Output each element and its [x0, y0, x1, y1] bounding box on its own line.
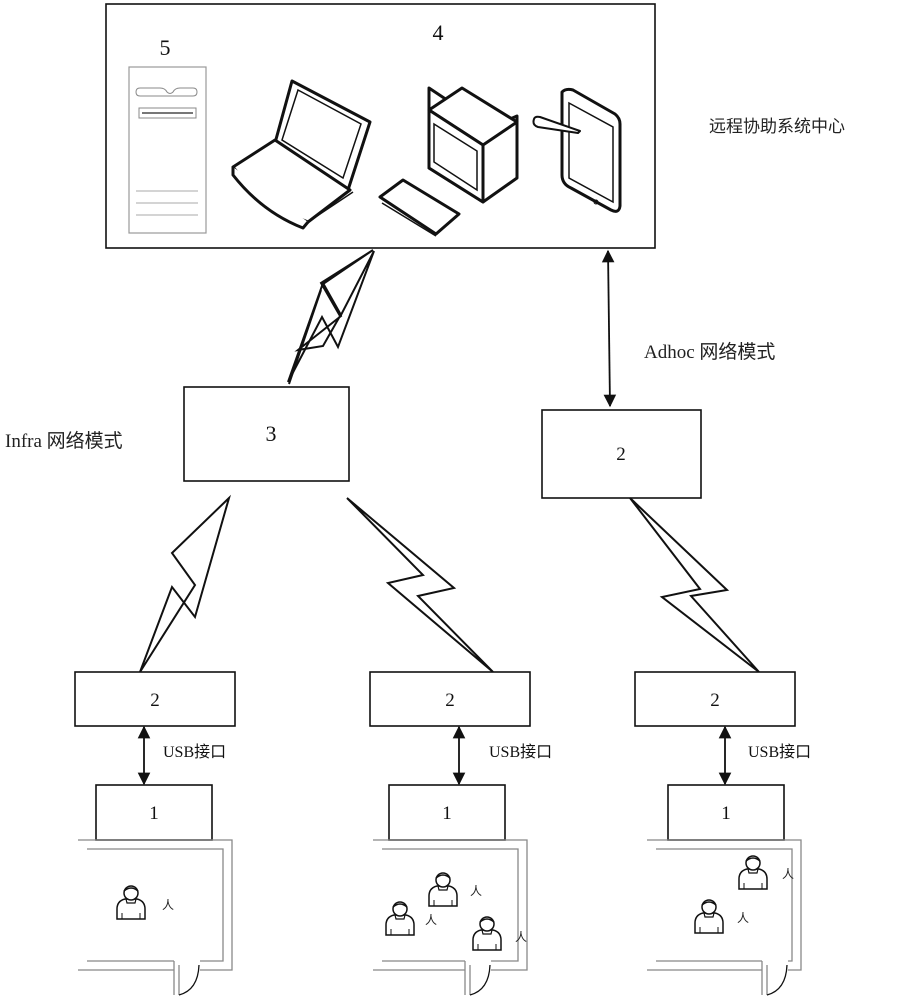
person-label: 人: [162, 898, 174, 912]
station-3: 2USB接口1人人: [635, 672, 811, 995]
usb-interface-label: USB接口: [489, 743, 552, 761]
adhoc-bidirectional-arrow: [608, 251, 610, 406]
station-2: 2USB接口1人人人: [370, 672, 552, 995]
usb-interface-label: USB接口: [163, 743, 226, 761]
door-icon: [767, 965, 787, 995]
server-number: 5: [160, 35, 171, 60]
wireless-bolt-infra-upper: [288, 251, 374, 382]
usb-interface-label: USB接口: [748, 743, 811, 761]
wifi-module-number: 2: [150, 690, 160, 711]
station-1: 2USB接口 1 人: [75, 672, 235, 995]
center-label: 远程协助系统中心: [709, 117, 845, 137]
person-label: 人: [470, 884, 482, 898]
door-icon: [470, 965, 490, 995]
room-floorplan: 人人人: [373, 840, 527, 995]
wifi-module-number: 2: [710, 690, 720, 711]
wireless-link-infra-to-station-1: [140, 498, 229, 672]
person-icon: [117, 886, 145, 919]
person-icon: [695, 900, 723, 933]
door-icon: [179, 965, 199, 995]
adhoc-number: 2: [616, 444, 626, 465]
person-icon: [429, 873, 457, 906]
sensor-module-number: 1: [149, 803, 159, 824]
sensor-module-number: 1: [721, 803, 731, 824]
person-icon: [739, 856, 767, 889]
sensor-module-number: 1: [442, 803, 452, 824]
person-label: 人: [782, 867, 794, 881]
person-label: 人: [737, 911, 749, 925]
center-number: 4: [433, 20, 444, 45]
wireless-link-infra-to-station-2: [347, 498, 493, 672]
infra-mode-label: Infra 网络模式: [5, 430, 123, 452]
person-label: 人: [425, 913, 437, 927]
server-icon: [129, 67, 206, 233]
room-floorplan: 人: [78, 840, 232, 995]
remote-assist-center: 4 5: [106, 4, 845, 248]
room-floorplan: 人人: [647, 840, 801, 995]
infra-number: 3: [266, 421, 277, 446]
adhoc-mode-label: Adhoc 网络模式: [644, 341, 775, 363]
person-icon: [473, 917, 501, 950]
person-label: 人: [515, 930, 527, 944]
wireless-link-adhoc-to-station-3: [630, 498, 759, 672]
wifi-module-number: 2: [445, 690, 455, 711]
person-icon: [386, 902, 414, 935]
wireless-link-center-to-infra: [289, 250, 373, 384]
